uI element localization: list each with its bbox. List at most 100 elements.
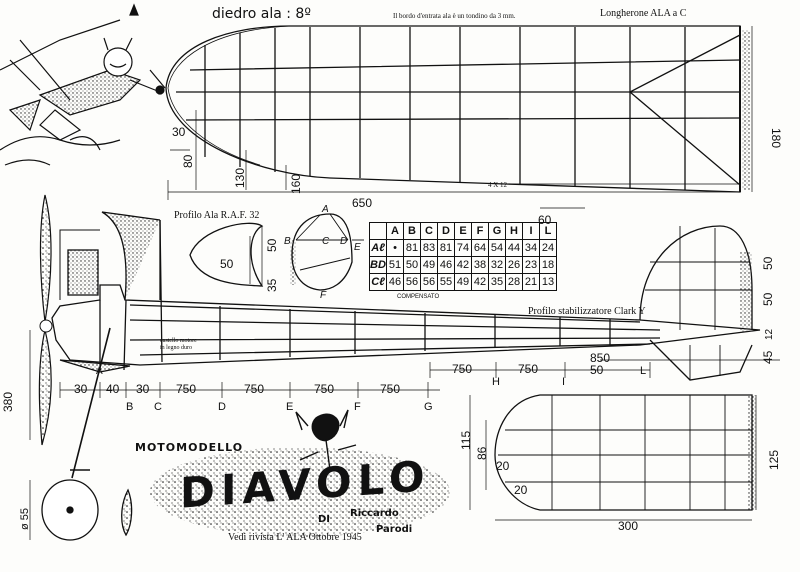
table-cell: 81	[403, 239, 421, 257]
table-cell: 26	[505, 256, 523, 274]
rib-letter-D: D	[340, 236, 347, 247]
table-cell: 34	[522, 239, 540, 257]
table-header-cell	[369, 222, 387, 240]
dihedral-label: diedro ala : 8º	[212, 6, 311, 22]
table-header-cell: D	[437, 222, 455, 240]
station-D: D	[218, 401, 226, 413]
profile-dim-50: 50	[220, 257, 234, 271]
table-header-cell: C	[420, 222, 438, 240]
fus-dim-750c: 750	[314, 382, 334, 396]
table-cell: 23	[522, 256, 540, 274]
table-cell: •	[386, 239, 404, 257]
table-header-cell: L	[539, 222, 557, 240]
footer-reference: Vedi rivista L' ALA Ottobre 1945	[228, 532, 362, 543]
stab-profile-title: Profilo stabilizzatore Clark Y	[528, 306, 646, 317]
station-G: G	[424, 401, 433, 413]
logo-author-first: Riccardo	[350, 508, 399, 519]
fus-dim-850: 850	[590, 351, 610, 365]
rib-letter-B: B	[284, 236, 291, 247]
table-cell: 74	[454, 239, 472, 257]
wing-planform	[165, 25, 753, 209]
table-header-cell: H	[505, 222, 523, 240]
station-C: C	[154, 401, 162, 413]
table-header-cell: A	[386, 222, 404, 240]
fus-dim-30b: 30	[136, 382, 150, 396]
table-cell: 64	[471, 239, 489, 257]
rib-section	[290, 213, 364, 291]
stab-dim-125: 125	[767, 450, 781, 470]
table-cell: 32	[488, 256, 506, 274]
spar-label: Longherone ALA a C	[600, 8, 687, 19]
rib-letter-F: F	[320, 290, 327, 301]
wing-dim-130: 130	[233, 168, 247, 188]
fin-dim-12: 12	[764, 328, 775, 340]
station-L: L	[640, 365, 646, 377]
table-cell: 56	[420, 273, 438, 291]
station-E: E	[286, 401, 293, 413]
table-header-row: A B C D E F G H I L	[369, 222, 557, 240]
table-cell: 54	[488, 239, 506, 257]
fin-dim-50a: 50	[761, 256, 775, 270]
fus-dim-40: 40	[106, 382, 120, 396]
table-header-cell: E	[454, 222, 472, 240]
logo-author-prefix: DI	[318, 514, 331, 525]
table-cell: 21	[522, 273, 540, 291]
wing-dim-180: 180	[769, 128, 783, 148]
fus-dim-750e: 750	[452, 362, 472, 376]
stab-dim-20b: 20	[514, 483, 528, 497]
stab-dim-115: 115	[459, 431, 473, 450]
table-header-cell: B	[403, 222, 421, 240]
logo-subtitle: MOTOMODELLO	[135, 441, 244, 454]
strip-size-label: 4 X 12	[488, 181, 508, 189]
logo-author-last: Parodi	[376, 524, 413, 535]
stab-dim-300: 300	[618, 519, 638, 533]
propeller	[38, 194, 52, 446]
fus-dim-50: 50	[590, 363, 604, 377]
table-header-cell: F	[471, 222, 489, 240]
profile-dim-50b: 50	[265, 238, 279, 252]
table-row: Cℓ 46 56 56 55 49 42 35 28 21 13	[369, 273, 557, 291]
table-cell: BD	[369, 256, 387, 274]
profile-ordinates-table: A B C D E F G H I L Aℓ • 81 83 81 74 64 …	[369, 222, 557, 291]
table-cell: 51	[386, 256, 404, 274]
table-cell: Cℓ	[369, 273, 387, 291]
table-cell: 49	[454, 273, 472, 291]
fus-dim-750b: 750	[244, 382, 264, 396]
table-cell: 50	[403, 256, 421, 274]
table-header-cell: G	[488, 222, 506, 240]
table-cell: 55	[437, 273, 455, 291]
fin-dim-45: 45	[761, 350, 775, 364]
logo-stipple	[150, 447, 450, 537]
station-I: I	[562, 376, 565, 388]
engine-note-line-1: castello motore	[160, 338, 197, 344]
wing-profile-section	[189, 222, 264, 287]
engine-mount-note: castello motore in legno duro	[160, 338, 197, 352]
table-cell: 28	[505, 273, 523, 291]
table-cell: 46	[386, 273, 404, 291]
fin-dim-50b: 50	[761, 292, 775, 306]
spinner-hub	[39, 319, 53, 333]
wheel-dim-55: ø 55	[19, 508, 31, 530]
compensato-label: COMPENSATO	[397, 294, 440, 300]
stabilizer-plan	[469, 394, 757, 521]
profile-dim-35: 35	[265, 278, 279, 292]
table-header-cell: I	[522, 222, 540, 240]
leading-edge-note: Il bordo d'entrata ala è un tondino da 3…	[393, 12, 516, 20]
table-row: Aℓ • 81 83 81 74 64 54 44 34 24	[369, 239, 557, 257]
rib-letter-E: E	[354, 242, 361, 253]
fus-dim-750f: 750	[518, 362, 538, 376]
table-cell: 46	[437, 256, 455, 274]
table-cell: 56	[403, 273, 421, 291]
rib-letter-C: C	[322, 236, 330, 247]
engine-note-line-2: in legno duro	[160, 345, 192, 351]
devil-cartoon	[0, 3, 166, 166]
table-cell: 42	[454, 256, 472, 274]
table-cell: 13	[539, 273, 557, 291]
station-F: F	[354, 401, 361, 413]
table-cell: 44	[505, 239, 523, 257]
wing-dim-30: 30	[172, 125, 186, 139]
rib-letter-A: A	[321, 204, 329, 215]
table-cell: 83	[420, 239, 438, 257]
table-cell: 81	[437, 239, 455, 257]
